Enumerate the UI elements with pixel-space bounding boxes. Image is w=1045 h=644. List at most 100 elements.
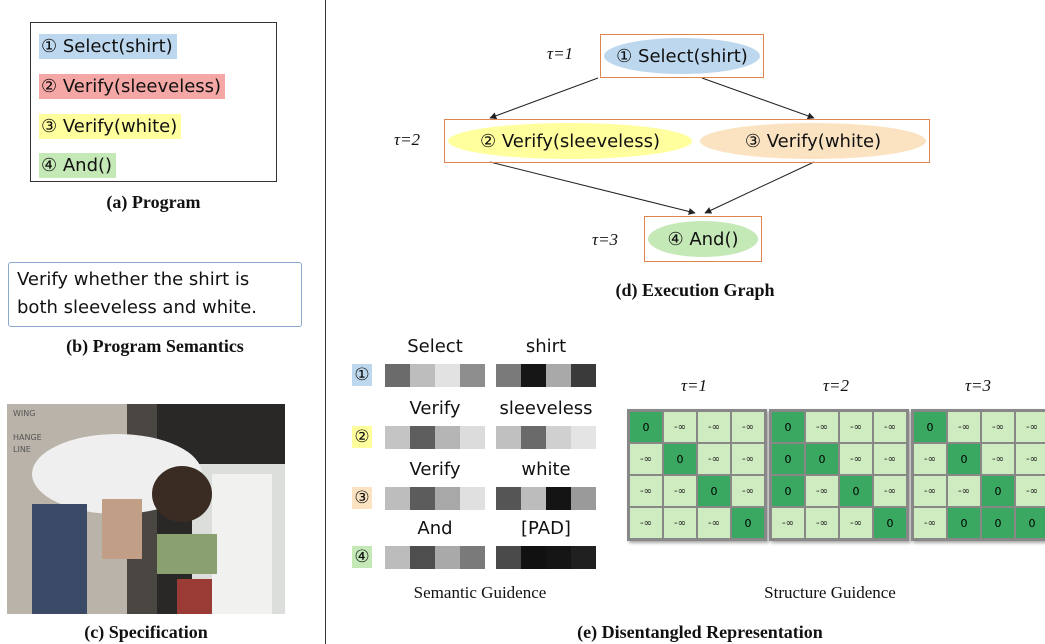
node-verify-white: ③ Verify(white): [700, 123, 926, 159]
token-word: sleeveless: [499, 398, 593, 419]
program-semantics-box: Verify whether the shirt is both sleevel…: [8, 262, 302, 327]
matrix-cell: -∞: [948, 412, 980, 442]
embedding-cell: [571, 426, 596, 449]
token-word: Verify: [409, 459, 461, 480]
edge-1-2: [489, 77, 599, 120]
embedding-cell: [385, 426, 410, 449]
edge-2-4: [489, 161, 696, 215]
embedding-cell: [496, 364, 521, 387]
specification-caption: (c) Specification: [84, 622, 208, 642]
matrix-cell: -∞: [772, 508, 804, 538]
photo-illustration: WING HANGE LINE: [7, 404, 285, 614]
matrix-cell: -∞: [1016, 444, 1045, 474]
structure-guidance-caption: Structure Guidence: [764, 583, 896, 602]
embedding-bar: [385, 487, 485, 510]
program-line-select: ① Select(shirt): [39, 34, 177, 59]
matrix-tau-label: τ=1: [680, 376, 708, 395]
matrix-cell: -∞: [914, 444, 946, 474]
embedding-cell: [521, 426, 546, 449]
matrix-cell: -∞: [914, 476, 946, 506]
embedding-cell: [385, 364, 410, 387]
embedding-cell: [496, 426, 521, 449]
matrix-cell: -∞: [664, 412, 696, 442]
matrix-cell: -∞: [982, 444, 1014, 474]
tau-level-1: τ=1: [547, 44, 574, 63]
step-number-1: ①: [352, 364, 372, 386]
edge-3-4: [704, 161, 815, 214]
embedding-cell: [521, 546, 546, 569]
matrix-cell: 0: [948, 444, 980, 474]
embedding-cell: [435, 487, 460, 510]
svg-text:LINE: LINE: [13, 445, 31, 454]
token-word: Select: [407, 336, 463, 357]
embedding-bar: [496, 426, 596, 449]
matrix-cell: -∞: [732, 444, 764, 474]
matrix-cell: 0: [948, 508, 980, 538]
matrix-cell: -∞: [630, 476, 662, 506]
embedding-cell: [385, 487, 410, 510]
semantic-guidance-caption: Semantic Guidence: [413, 583, 547, 602]
matrix-cell: -∞: [664, 508, 696, 538]
embedding-cell: [460, 364, 485, 387]
matrix-cell: -∞: [806, 476, 838, 506]
matrix-cell: -∞: [630, 508, 662, 538]
embedding-cell: [521, 364, 546, 387]
matrix-cell: 0: [840, 476, 872, 506]
tau-level-2: τ=2: [394, 130, 421, 149]
embedding-cell: [435, 364, 460, 387]
embedding-bar: [496, 487, 596, 510]
embedding-bar: [496, 546, 596, 569]
embedding-cell: [546, 426, 571, 449]
embedding-cell: [435, 546, 460, 569]
embedding-cell: [410, 546, 435, 569]
embedding-bar: [385, 364, 485, 387]
program-line-verify-sleeveless: ② Verify(sleeveless): [39, 74, 226, 99]
program-caption: (a) Program: [106, 192, 201, 212]
embedding-cell: [460, 487, 485, 510]
matrix-cell: -∞: [630, 444, 662, 474]
matrix-cell: -∞: [840, 444, 872, 474]
matrix-cell: -∞: [664, 476, 696, 506]
matrix-cell: -∞: [874, 444, 906, 474]
embedding-cell: [410, 364, 435, 387]
matrix-cell: 0: [772, 444, 804, 474]
embedding-cell: [571, 487, 596, 510]
step-number-3: ③: [352, 487, 372, 509]
matrix-cell: 0: [874, 508, 906, 538]
embedding-bar: [385, 546, 485, 569]
matrix-cell: -∞: [732, 412, 764, 442]
column-divider: [325, 0, 326, 644]
matrix-cell: 0: [664, 444, 696, 474]
token-word: [PAD]: [521, 518, 571, 539]
matrix-cell: -∞: [732, 476, 764, 506]
execution-graph-edges: [489, 77, 815, 215]
representation-caption: (e) Disentangled Representation: [577, 622, 823, 642]
matrix-cell: -∞: [874, 412, 906, 442]
level-1-box: [600, 34, 764, 78]
specification-photo: WING HANGE LINE: [7, 404, 285, 614]
semantics-caption: (b) Program Semantics: [66, 336, 244, 356]
embedding-cell: [546, 546, 571, 569]
embedding-cell: [546, 364, 571, 387]
step-number-2: ②: [352, 426, 372, 448]
matrix-cell: 0: [698, 476, 730, 506]
embedding-cell: [521, 487, 546, 510]
matrix-cell: -∞: [914, 508, 946, 538]
execution-graph-caption: (d) Execution Graph: [615, 280, 775, 300]
embedding-cell: [385, 546, 410, 569]
matrix-cell: -∞: [982, 412, 1014, 442]
matrix-cell: -∞: [840, 508, 872, 538]
attention-mask-matrix: 0-∞-∞-∞-∞0-∞-∞-∞-∞0-∞-∞-∞-∞0: [627, 409, 767, 541]
matrix-cell: -∞: [840, 412, 872, 442]
matrix-cell: 0: [982, 508, 1014, 538]
embedding-cell: [496, 487, 521, 510]
step-number-4: ④: [352, 546, 372, 568]
embedding-cell: [571, 546, 596, 569]
edge-1-3: [701, 77, 815, 120]
matrix-cell: -∞: [698, 444, 730, 474]
embedding-cell: [460, 546, 485, 569]
embedding-cell: [410, 426, 435, 449]
matrix-cell: 0: [630, 412, 662, 442]
